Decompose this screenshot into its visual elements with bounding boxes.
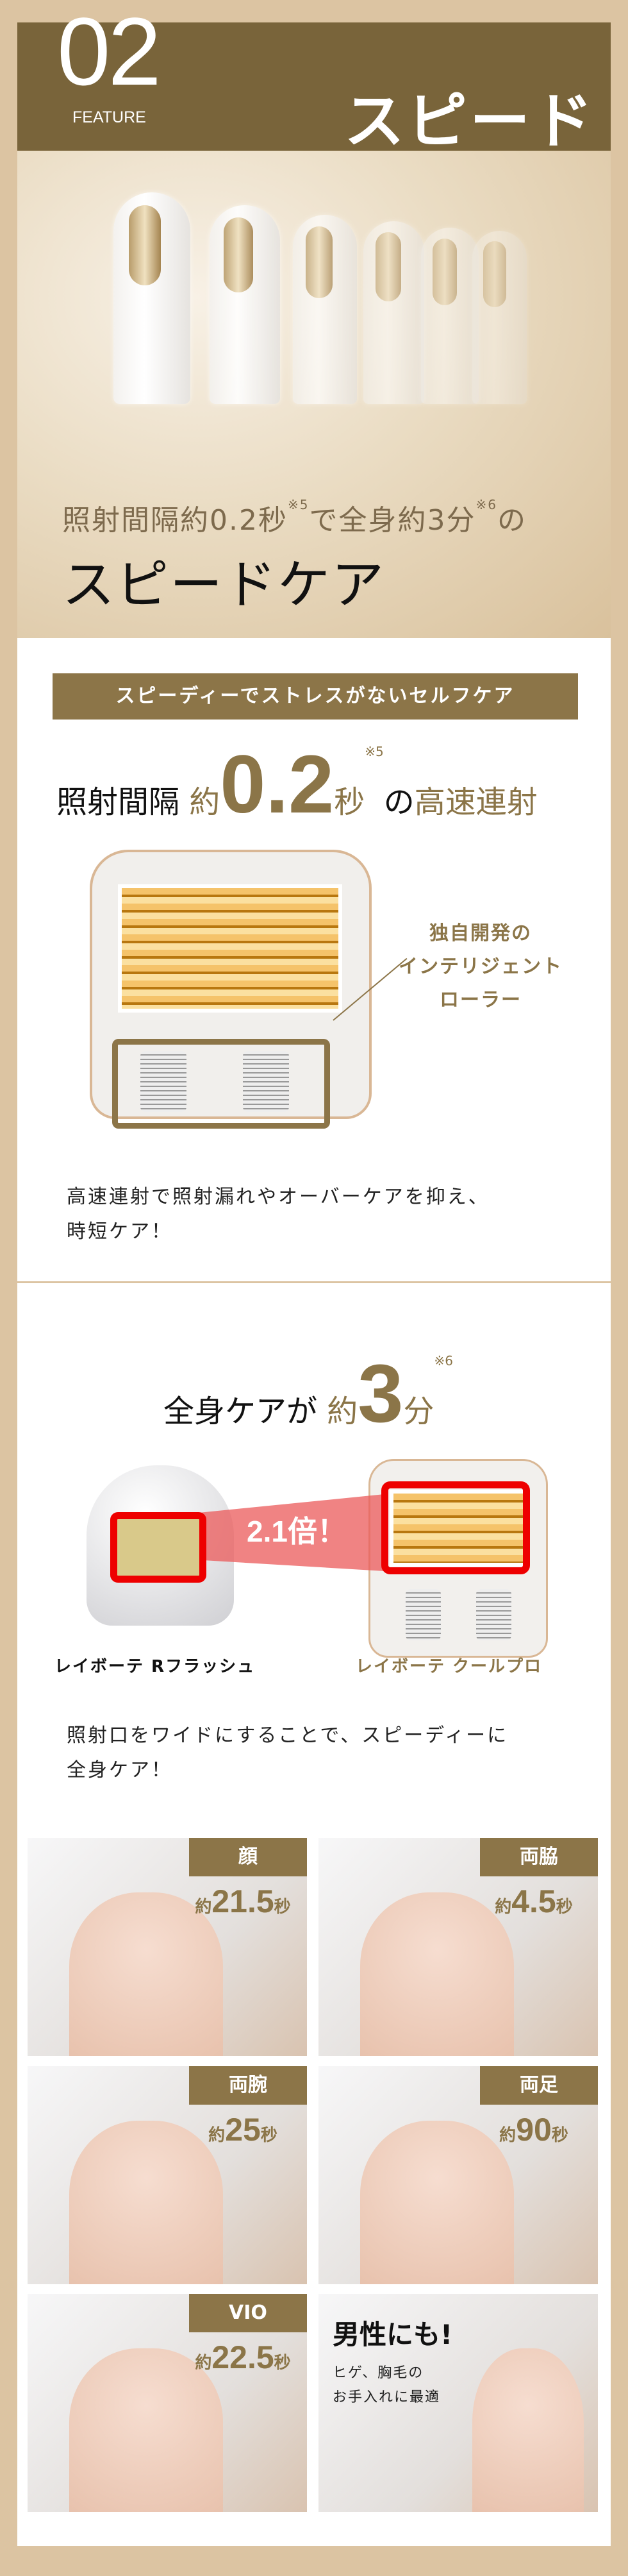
roller — [140, 1051, 186, 1112]
hero-caption: 照射間隔約0.2秒※5で全身約3分※6の — [62, 497, 527, 537]
area-time: 約90秒 — [499, 2112, 568, 2148]
old-window-highlight — [110, 1512, 206, 1583]
section-label: スピーディーでストレスがないセルフケア — [53, 673, 578, 720]
new-model-name: レイボーテ クールプロ — [356, 1657, 543, 1676]
device-image — [421, 228, 479, 404]
section2-body: 照射口をワイドにすることで、スピーディーに 全身ケア！ — [67, 1719, 508, 1788]
men-title: 男性にも! — [333, 2319, 453, 2350]
roller — [243, 1051, 289, 1112]
interval-title: 照射間隔 約0.2秒※5の高速連射 — [56, 739, 538, 830]
roller — [406, 1589, 441, 1640]
area-tile-arms: 両腕約25秒 — [28, 2066, 307, 2284]
area-time: 約22.5秒 — [195, 2339, 291, 2375]
old-model-name: レイボーテ Rフラッシュ — [54, 1657, 256, 1676]
men-subtitle: ヒゲ、胸毛のお手入れに最適 — [333, 2365, 441, 2405]
area-name: 顔 — [189, 1838, 307, 1876]
section1-body: 高速連射で照射漏れやオーバーケアを抑え、 時短ケア！ — [67, 1180, 490, 1249]
roller-highlight — [112, 1039, 330, 1129]
area-time: 約25秒 — [208, 2112, 277, 2148]
area-tile-vio: VIO 約22.5秒 — [28, 2294, 307, 2512]
hero-image: 照射間隔約0.2秒※5で全身約3分※6の スピードケア — [17, 151, 611, 638]
body-line: 高速連射で照射漏れやオーバーケアを抑え、 — [67, 1186, 490, 1208]
area-time: 約4.5秒 — [495, 1883, 573, 1919]
hero-headline: スピードケア — [62, 555, 386, 616]
feature-title: スピード — [344, 87, 596, 156]
device-image — [472, 231, 527, 404]
lamp-window — [390, 1490, 527, 1567]
fullbody-title: 全身ケアが 約3分※6 — [163, 1348, 453, 1440]
roller-callout: 独自開発の インテリジェント ローラー — [384, 917, 577, 1017]
area-tile-legs: 両足約90秒 — [318, 2066, 598, 2284]
feature-number: 02 — [57, 0, 161, 105]
body-line: 時短ケア！ — [67, 1220, 172, 1243]
area-name: 両足 — [480, 2066, 598, 2105]
area-time: 約21.5秒 — [195, 1883, 291, 1919]
ratio-label: 2.1倍！ — [247, 1515, 347, 1548]
new-window-highlight — [381, 1481, 530, 1574]
device-image — [293, 215, 357, 404]
feature-label: FEATURE — [72, 108, 146, 126]
body-line: 全身ケア！ — [67, 1759, 172, 1781]
callout-line-3: ローラー — [440, 989, 522, 1011]
men-tile: 男性にも! ヒゲ、胸毛のお手入れに最適 — [318, 2294, 598, 2512]
lamp-window — [118, 884, 342, 1013]
callout-line-1: 独自開発の — [429, 922, 532, 945]
area-name: 両腕 — [189, 2066, 307, 2105]
feature-header: 02 FEATURE スピード — [17, 3, 611, 156]
area-name: VIO — [189, 2294, 307, 2332]
new-device-image — [368, 1459, 548, 1658]
divider — [17, 1281, 611, 1283]
body-line: 照射口をワイドにすることで、スピーディーに — [67, 1724, 509, 1747]
device-head-image — [90, 850, 372, 1119]
area-name: 両脇 — [480, 1838, 598, 1876]
device-image — [210, 205, 280, 404]
device-image — [113, 192, 190, 404]
roller — [476, 1589, 511, 1640]
area-tile-underarm: 両脇約4.5秒 — [318, 1838, 598, 2056]
callout-line-2: インテリジェント — [399, 955, 563, 978]
area-tile-face: 顔約21.5秒 — [28, 1838, 307, 2056]
device-image — [363, 221, 424, 404]
